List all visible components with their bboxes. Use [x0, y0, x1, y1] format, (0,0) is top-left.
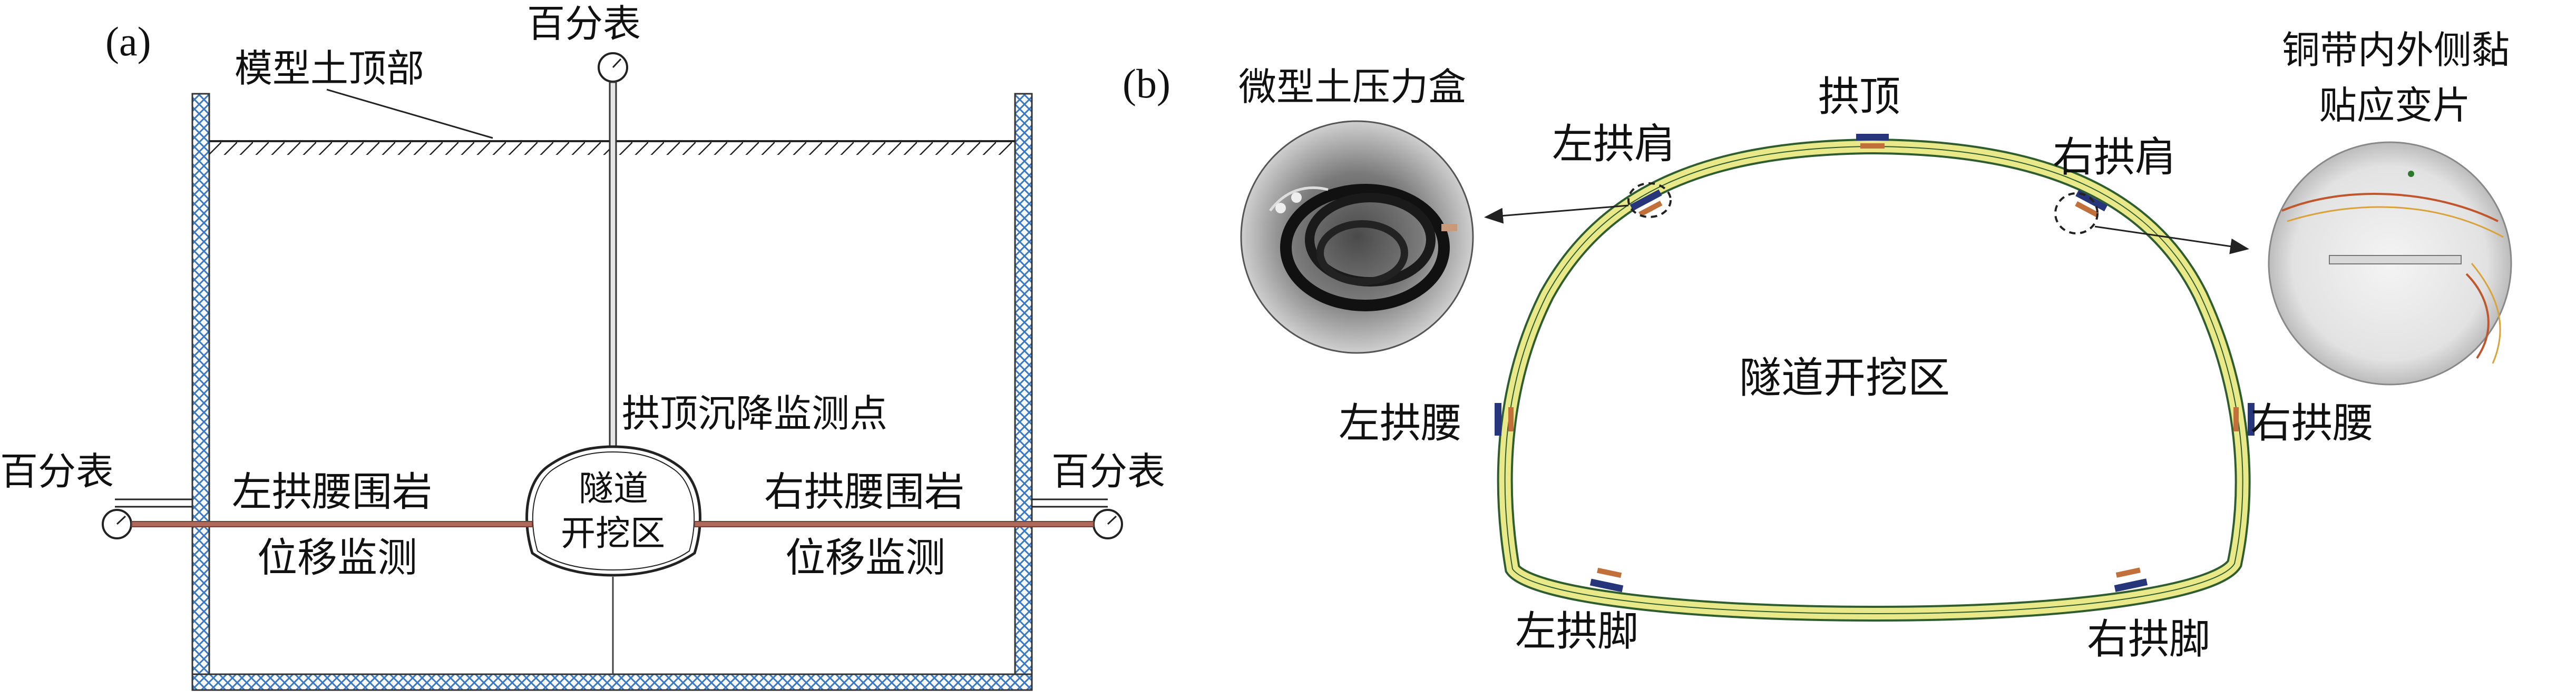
sensor-left-waist [1495, 403, 1514, 436]
gauge-right-label: 百分表 [1051, 449, 1165, 494]
sensor-crown [1856, 134, 1889, 149]
left-monitor-line1: 左拱腰围岩 [232, 468, 432, 515]
arrow-to-pressure-box [1484, 204, 1629, 224]
tunnel-label-line1: 隧道 [579, 468, 648, 509]
sensor-left-foot [1589, 567, 1624, 593]
label-left-waist: 左拱腰 [1339, 400, 1462, 447]
container-left-wall [191, 93, 210, 690]
label-left-foot: 左拱脚 [1515, 608, 1638, 655]
tunnel-ring-centerline [1504, 145, 2243, 615]
sensor-left-shoulder [1629, 189, 1663, 217]
callout-right-shoulder [2054, 192, 2099, 234]
top-rod [609, 81, 617, 455]
label-right-foot: 右拱脚 [2087, 616, 2210, 663]
tunnel-section-a-inner [532, 451, 695, 571]
gauge-top-label: 百分表 [527, 2, 641, 46]
left-rod [131, 521, 533, 527]
tunnel-label-line2: 开挖区 [561, 513, 665, 554]
callout-left-shoulder [1627, 182, 1672, 218]
container-bottom [191, 673, 1033, 691]
right-rod [694, 521, 1094, 527]
panel-a: (a) 模型土顶部 百分表 拱顶沉降监测点 隧道 开挖区 百分表 [0, 2, 1165, 691]
label-right-shoulder: 右拱肩 [2053, 134, 2176, 181]
dial-gauge-icon [102, 509, 132, 539]
pressure-box-label: 微型土压力盒 [1238, 65, 1466, 109]
arrow-to-strain-gauge [2094, 225, 2249, 254]
panel-b-label: (b) [1123, 61, 1170, 106]
dial-gauge-icon [1092, 509, 1123, 539]
label-right-waist: 右拱腰 [2250, 400, 2374, 447]
left-monitor-line2: 位移监测 [257, 534, 417, 581]
tunnel-area-label: 隧道开挖区 [1739, 353, 1950, 402]
right-monitor-line2: 位移监测 [785, 534, 945, 581]
tunnel-section-a [525, 445, 701, 577]
pressure-box-photo [1240, 120, 1474, 354]
strain-label-line1: 铜带内外侧黏 [2282, 28, 2510, 72]
soil-top-leader [326, 88, 493, 139]
strain-gauge-photo [2268, 141, 2512, 386]
right-monitor-line1: 右拱腰围岩 [764, 468, 964, 515]
strain-label-line2: 贴应变片 [2319, 83, 2471, 127]
soil-top-label: 模型土顶部 [235, 46, 424, 91]
panel-a-label: (a) [105, 18, 151, 64]
gauge-left-label: 百分表 [0, 449, 114, 494]
label-left-shoulder: 左拱肩 [1552, 121, 1675, 168]
panel-b: (b) 隧道开挖区 [1123, 28, 2512, 663]
container-right-wall [1014, 93, 1033, 690]
dial-gauge-icon [598, 52, 628, 83]
sensor-right-foot [2114, 567, 2148, 592]
sensor-right-waist [2233, 403, 2255, 436]
crown-point-label: 拱顶沉降监测点 [622, 391, 887, 436]
label-crown: 拱顶 [1818, 73, 1900, 121]
